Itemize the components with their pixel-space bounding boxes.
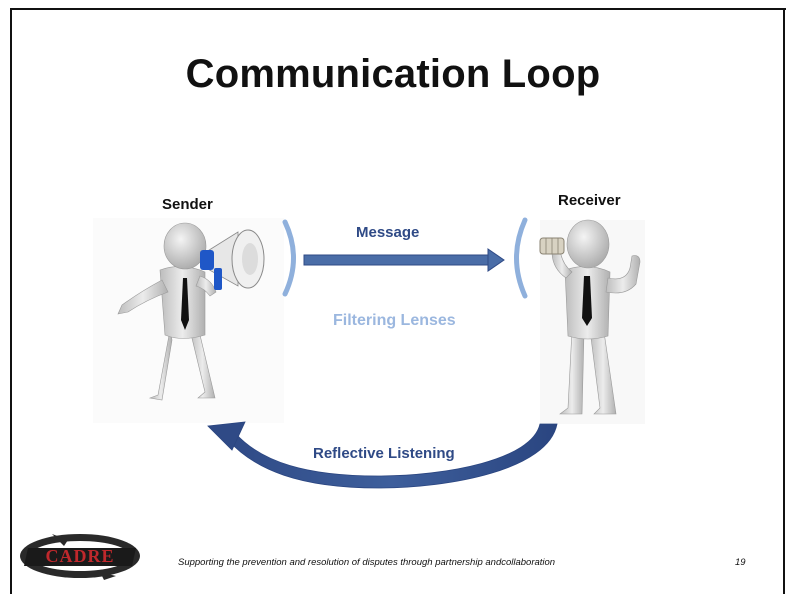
- receiver-figure-icon: [551, 219, 641, 415]
- reflective-listening-label: Reflective Listening: [313, 445, 455, 462]
- frame-left-border: [10, 8, 12, 594]
- filtering-lenses-label: Filtering Lenses: [333, 312, 456, 329]
- receiver-label: Receiver: [558, 192, 621, 209]
- message-arrow-icon: [303, 248, 505, 272]
- message-label: Message: [356, 224, 420, 241]
- receiver-lens-icon: [514, 217, 528, 299]
- reflective-listening-arrow-icon: [207, 421, 558, 489]
- cadre-logo: CADRE: [20, 534, 140, 580]
- sender-lens-icon: [282, 219, 296, 297]
- footer-tagline: Supporting the prevention and resolution…: [178, 557, 556, 568]
- megaphone-icon: [200, 229, 265, 290]
- tin-can-icon: [539, 237, 565, 255]
- frame-top-border: [10, 8, 786, 10]
- page-number: 19: [735, 557, 746, 568]
- sender-figure-icon: [117, 222, 217, 401]
- frame-right-border: [783, 8, 785, 594]
- slide-title: Communication Loop: [185, 52, 601, 96]
- logo-text: CADRE: [45, 546, 114, 566]
- sender-label: Sender: [162, 196, 213, 213]
